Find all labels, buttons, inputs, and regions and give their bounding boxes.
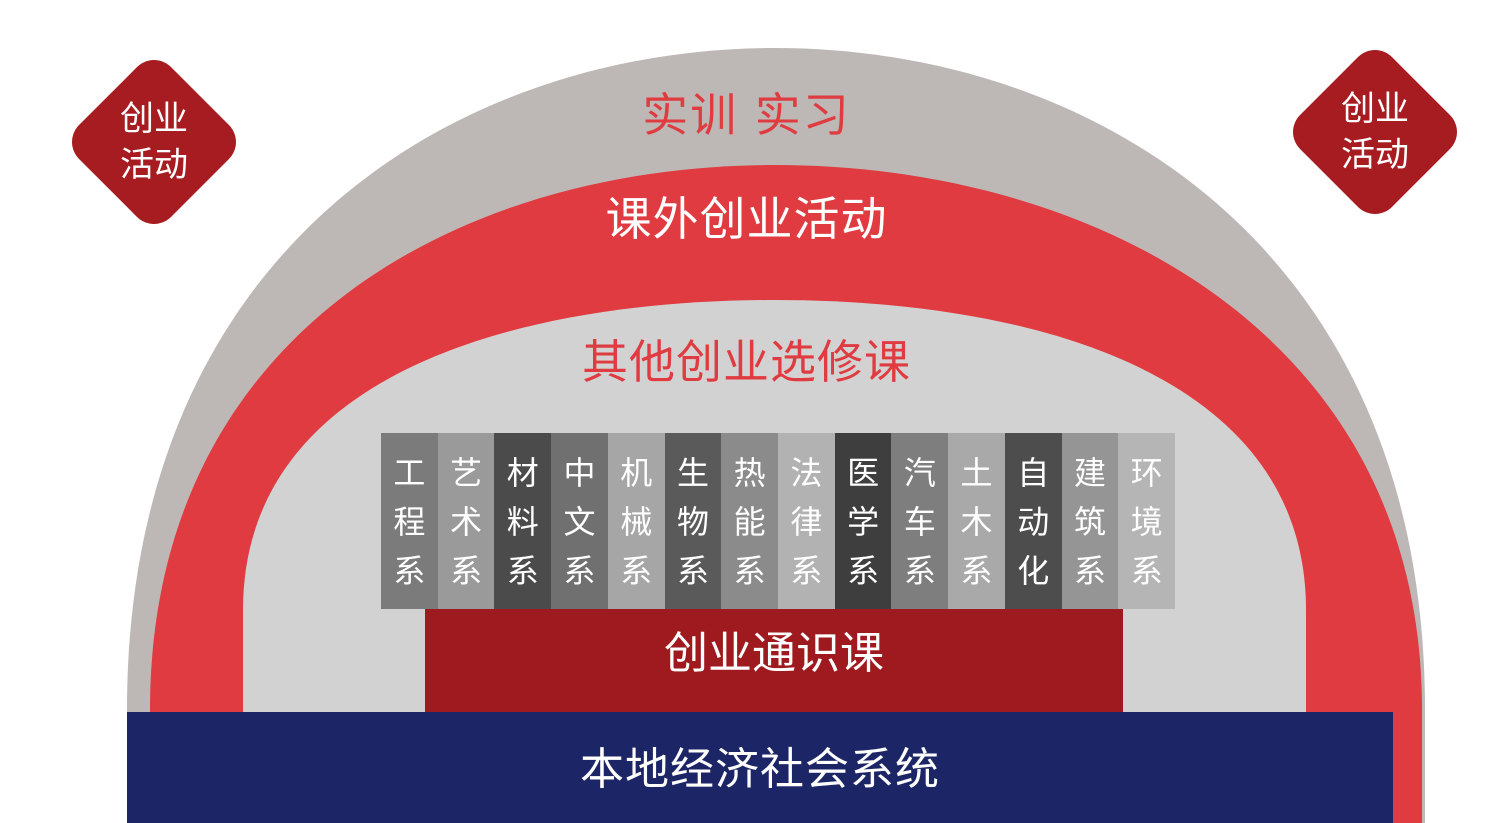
department-column: 材料系	[494, 433, 552, 609]
department-column: 医学系	[834, 433, 892, 609]
department-char: 程	[393, 502, 426, 541]
department-column: 生物系	[664, 433, 722, 609]
department-char: 生	[676, 453, 709, 492]
department-char: 环	[1130, 453, 1163, 492]
badge-left-line2: 活动	[120, 145, 188, 185]
department-char: 土	[960, 453, 993, 492]
department-column: 建筑系	[1061, 433, 1119, 609]
department-char: 系	[960, 551, 993, 590]
department-char: 化	[1017, 551, 1050, 590]
badge-left-line1: 创业	[120, 99, 188, 139]
department-char: 建	[1073, 453, 1106, 492]
department-char: 系	[563, 551, 596, 590]
department-char: 艺	[450, 453, 483, 492]
department-column: 土木系	[948, 433, 1005, 609]
department-column: 汽车系	[891, 433, 949, 609]
badge-right-label: 创业 活动	[1295, 86, 1455, 178]
department-char: 热	[733, 453, 766, 492]
department-char: 自	[1017, 453, 1050, 492]
department-char: 系	[790, 551, 823, 590]
department-char: 境	[1130, 502, 1163, 541]
department-char: 系	[847, 551, 880, 590]
department-char: 能	[733, 502, 766, 541]
department-char: 工	[393, 453, 426, 492]
department-char: 系	[620, 551, 653, 590]
department-char: 系	[450, 551, 483, 590]
department-char: 系	[1130, 551, 1163, 590]
outer-layer-label: 实训 实习	[642, 88, 851, 142]
department-char: 系	[506, 551, 539, 590]
department-char: 系	[676, 551, 709, 590]
department-char: 律	[790, 502, 823, 541]
badge-right-line2: 活动	[1341, 135, 1409, 175]
department-char: 木	[960, 502, 993, 541]
department-char: 物	[676, 502, 709, 541]
department-column: 艺术系	[437, 433, 495, 609]
department-char: 术	[450, 502, 483, 541]
core-course-label: 创业通识课	[664, 628, 884, 679]
department-char: 系	[1073, 551, 1106, 590]
department-char: 学	[847, 502, 880, 541]
department-char: 筑	[1073, 502, 1106, 541]
core-course-block	[425, 608, 1123, 718]
department-char: 文	[563, 502, 596, 541]
department-strip: 工程系艺术系材料系中文系机械系生物系热能系法律系医学系汽车系土木系自动化建筑系环…	[381, 433, 1176, 609]
department-char: 中	[563, 453, 596, 492]
department-char: 系	[903, 551, 936, 590]
department-char: 材	[506, 453, 539, 492]
base-system-label: 本地经济社会系统	[580, 744, 940, 795]
electives-layer-label: 其他创业选修课	[582, 335, 911, 389]
department-char: 械	[620, 502, 653, 541]
department-char: 动	[1017, 502, 1050, 541]
department-column: 自动化	[1004, 433, 1062, 609]
department-column: 中文系	[551, 433, 608, 609]
department-column: 机械系	[607, 433, 665, 609]
department-char: 系	[393, 551, 426, 590]
department-column: 热能系	[721, 433, 779, 609]
badge-right-line1: 创业	[1341, 89, 1409, 129]
department-column: 工程系	[381, 433, 438, 609]
department-char: 汽	[903, 453, 936, 492]
department-char: 车	[903, 502, 936, 541]
department-column: 法律系	[778, 433, 835, 609]
extracurricular-layer-label: 课外创业活动	[605, 192, 888, 246]
department-char: 法	[790, 453, 823, 492]
department-char: 医	[847, 453, 880, 492]
department-char: 机	[620, 453, 653, 492]
base-local-system-bar	[127, 712, 1393, 823]
department-char: 系	[733, 551, 766, 590]
department-char: 料	[506, 502, 539, 541]
badge-left-label: 创业 活动	[74, 96, 234, 188]
department-column: 环境系	[1118, 433, 1176, 609]
